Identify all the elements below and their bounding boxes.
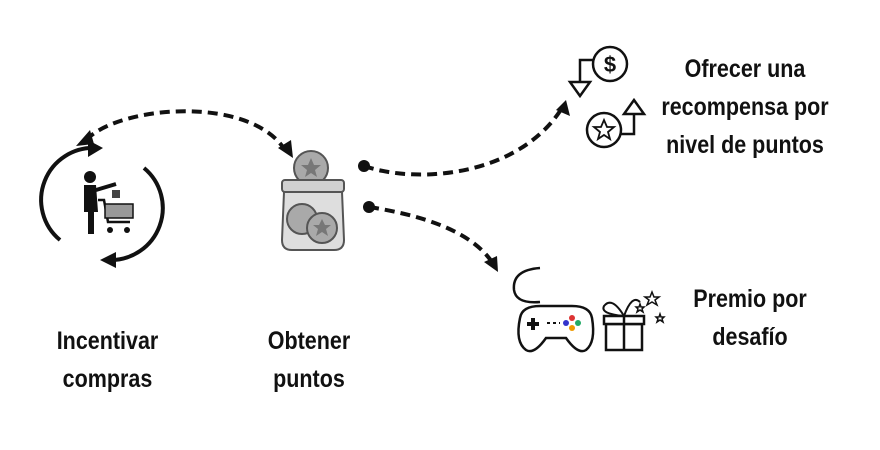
shopping-cycle-icon: [39, 140, 165, 268]
label-incentivar: Incentivar compras: [49, 322, 165, 398]
label-obtener: Obtener puntos: [258, 322, 359, 398]
label-ofrecer-line3: nivel de puntos: [666, 131, 824, 159]
label-premio-line1: Premio por: [693, 285, 807, 313]
dollar-star-exchange-icon: $: [567, 45, 647, 149]
coin-jar-icon: [280, 150, 346, 251]
label-incentivar-line2: compras: [62, 365, 153, 393]
label-obtener-line1: Obtener: [267, 327, 351, 355]
label-incentivar-line1: Incentivar: [56, 327, 159, 355]
arrow-incentivar-obtener: [76, 109, 293, 158]
label-obtener-line2: puntos: [273, 365, 345, 393]
svg-text:$: $: [604, 52, 616, 77]
label-ofrecer-line2: recompensa por: [661, 93, 829, 121]
label-premio: Premio por desafío: [690, 280, 810, 356]
arrow-obtener-premio: [363, 201, 498, 272]
label-ofrecer-line1: Ofrecer una: [684, 55, 806, 83]
arrow-obtener-ofrecer: [358, 100, 570, 177]
label-ofrecer: Ofrecer una recompensa por nivel de punt…: [655, 50, 836, 164]
label-premio-line2: desafío: [712, 323, 788, 351]
gamepad-gift-icon: [512, 266, 666, 353]
